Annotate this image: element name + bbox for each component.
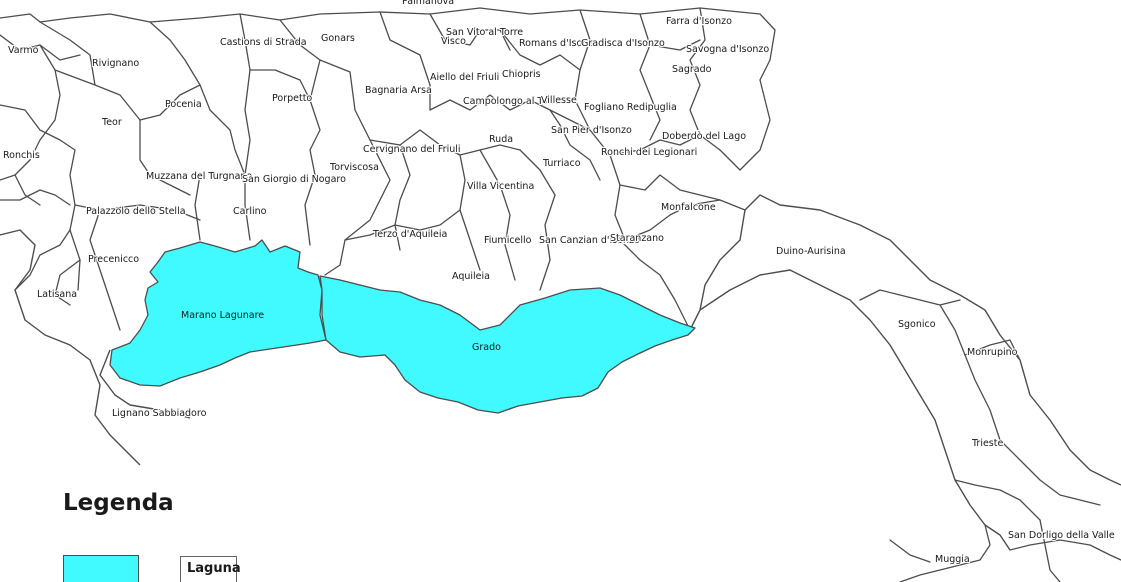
municipality-label: Rivignano xyxy=(92,58,139,69)
municipality-label: Fogliano Redipuglia xyxy=(584,102,677,113)
municipality-label: Gradisca d'Isonzo xyxy=(581,38,665,49)
municipality-label: Ronchis xyxy=(3,150,40,161)
lagoon-areas xyxy=(109,239,696,414)
municipality-label: Ruda xyxy=(489,134,513,145)
municipality-label: Precenicco xyxy=(88,254,139,265)
municipality-label: Lignano Sabbiadoro xyxy=(112,408,207,419)
municipality-label: Sagrado xyxy=(672,64,712,75)
municipality-label: Pocenia xyxy=(165,99,202,110)
municipality-label: Cervignano del Friuli xyxy=(363,144,461,155)
municipality-label: Doberdò del Lago xyxy=(662,131,746,142)
municipality-label: Aquileia xyxy=(452,271,490,282)
municipal-borders xyxy=(0,7,1121,582)
lagoon-marano[interactable] xyxy=(109,239,327,387)
municipality-label: San Canzian d'Isonzo xyxy=(539,235,640,246)
municipality-label: San Giorgio di Nogaro xyxy=(242,174,346,185)
municipality-label: Sgonico xyxy=(898,319,936,330)
municipality-label: Villesse xyxy=(541,95,577,106)
lagoon-label: Marano Lagunare xyxy=(181,310,264,321)
municipality-label: Trieste xyxy=(971,438,1003,449)
municipality-label: Latisana xyxy=(37,289,77,300)
municipality-label: San Dorligo della Valle xyxy=(1008,530,1115,541)
lagoon-grado[interactable] xyxy=(319,275,696,414)
legend-label-laguna: Laguna xyxy=(187,561,241,576)
municipality-label: Muggia xyxy=(935,554,970,565)
municipality-label: Torviscosa xyxy=(329,162,379,173)
legend-title: Legenda xyxy=(63,490,174,516)
municipality-label: Porpetto xyxy=(272,93,312,104)
municipality-label: Monfalcone xyxy=(661,202,716,213)
municipality-label: Farra d'Isonzo xyxy=(666,16,732,27)
municipality-label: Visco xyxy=(441,36,466,47)
municipality-label: Aiello del Friuli xyxy=(430,72,499,83)
legend-swatch-laguna xyxy=(63,555,139,582)
municipality-label: Fiumicello xyxy=(484,235,532,246)
municipality-label: Duino-Aurisina xyxy=(776,246,846,257)
municipality-label: Villa Vicentina xyxy=(467,181,534,192)
municipality-label: Monrupino xyxy=(967,347,1018,358)
legend-label-box: Laguna xyxy=(180,556,241,582)
municipality-label: Romans d'Isonzo xyxy=(519,38,599,49)
municipality-label: Staranzano xyxy=(610,233,664,244)
municipality-label: Palmanova xyxy=(402,0,454,7)
municipality-label: Chiopris xyxy=(502,69,541,80)
municipality-label: Castions di Strada xyxy=(220,37,307,48)
municipality-label: Carlino xyxy=(233,206,267,217)
municipality-label: Teor xyxy=(101,117,122,128)
municipality-label: Turriaco xyxy=(542,158,581,169)
municipality-label: Palazzolo dello Stella xyxy=(86,206,186,217)
municipality-label: Bagnaria Arsa xyxy=(365,85,432,96)
municipality-label: Campolongo al Torre xyxy=(463,96,561,107)
lagoon-label: Grado xyxy=(472,342,501,353)
municipality-label: San Pier d'Isonzo xyxy=(551,125,632,136)
municipality-label: Savogna d'Isonzo xyxy=(686,44,769,55)
municipality-label: Gonars xyxy=(321,33,355,44)
municipality-label: San Vito al Torre xyxy=(446,27,523,38)
municipality-label: Terzo d'Aquileia xyxy=(372,229,447,240)
municipality-label: Muzzana del Turgnano xyxy=(146,171,252,182)
municipality-label: Varmo xyxy=(8,45,39,56)
municipality-label: Ronchi dei Legionari xyxy=(601,147,697,158)
